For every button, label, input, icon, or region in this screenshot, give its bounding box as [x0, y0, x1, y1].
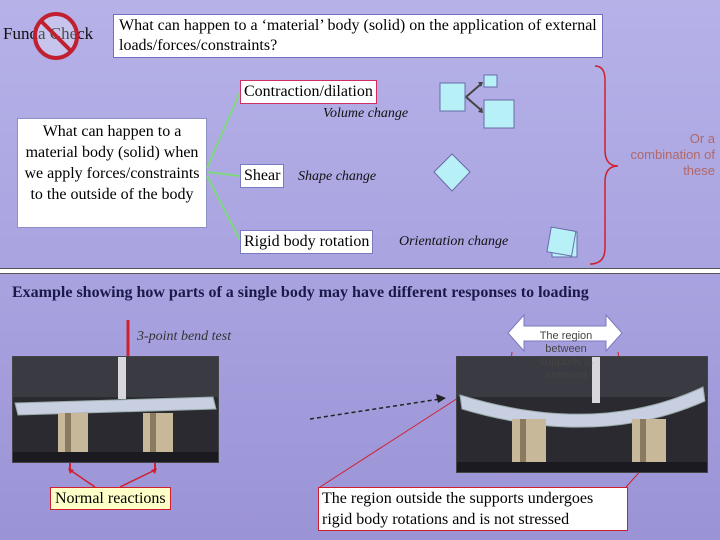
reaction-pointer-right [119, 469, 156, 488]
connector-rigid [206, 175, 241, 241]
outside-line-left [319, 397, 459, 488]
reaction-pointer-left [69, 469, 96, 488]
orientation-change-note: Orientation change [399, 234, 509, 249]
section-divider [0, 268, 720, 274]
bend-test-label: 3-point bend test [137, 329, 232, 344]
shear-diamond [433, 153, 471, 192]
volume-arrow-down [465, 96, 482, 111]
connector-shear [206, 171, 241, 177]
shear-label: Shear [240, 164, 285, 188]
bend-test-photo-after [456, 356, 708, 473]
contraction-dilation-label: Contraction/dilation [240, 80, 377, 104]
no-entry-icon [33, 12, 79, 60]
transition-arrow [309, 398, 441, 420]
funda-check-label: Funda Check [3, 24, 93, 43]
question-title: What can happen to a ‘material’ body (so… [113, 14, 603, 58]
bend-test-photo-before [12, 356, 219, 463]
body-question-box: What can happen to a material body (soli… [17, 118, 207, 228]
connector-contraction [206, 91, 241, 169]
combination-note: Or a combination of these [630, 131, 715, 178]
volume-square-small [483, 74, 498, 88]
outside-region-label: The region outside the supports undergoe… [318, 487, 628, 531]
rigid-body-rotation-label: Rigid body rotation [240, 230, 374, 254]
volume-arrow-up [465, 83, 482, 98]
stressed-region-label: The region between supports is stressed [539, 330, 593, 381]
normal-reactions-label: Normal reactions [50, 487, 171, 510]
example-title: Example showing how parts of a single bo… [12, 284, 589, 301]
combination-bracket [589, 65, 619, 265]
volume-square-shifted [483, 99, 515, 129]
shape-change-note: Shape change [298, 169, 377, 184]
volume-square-large [439, 82, 466, 112]
stressed-callout-arrow [507, 313, 623, 353]
volume-change-note: Volume change [323, 106, 409, 121]
rotation-square-front [546, 226, 577, 257]
